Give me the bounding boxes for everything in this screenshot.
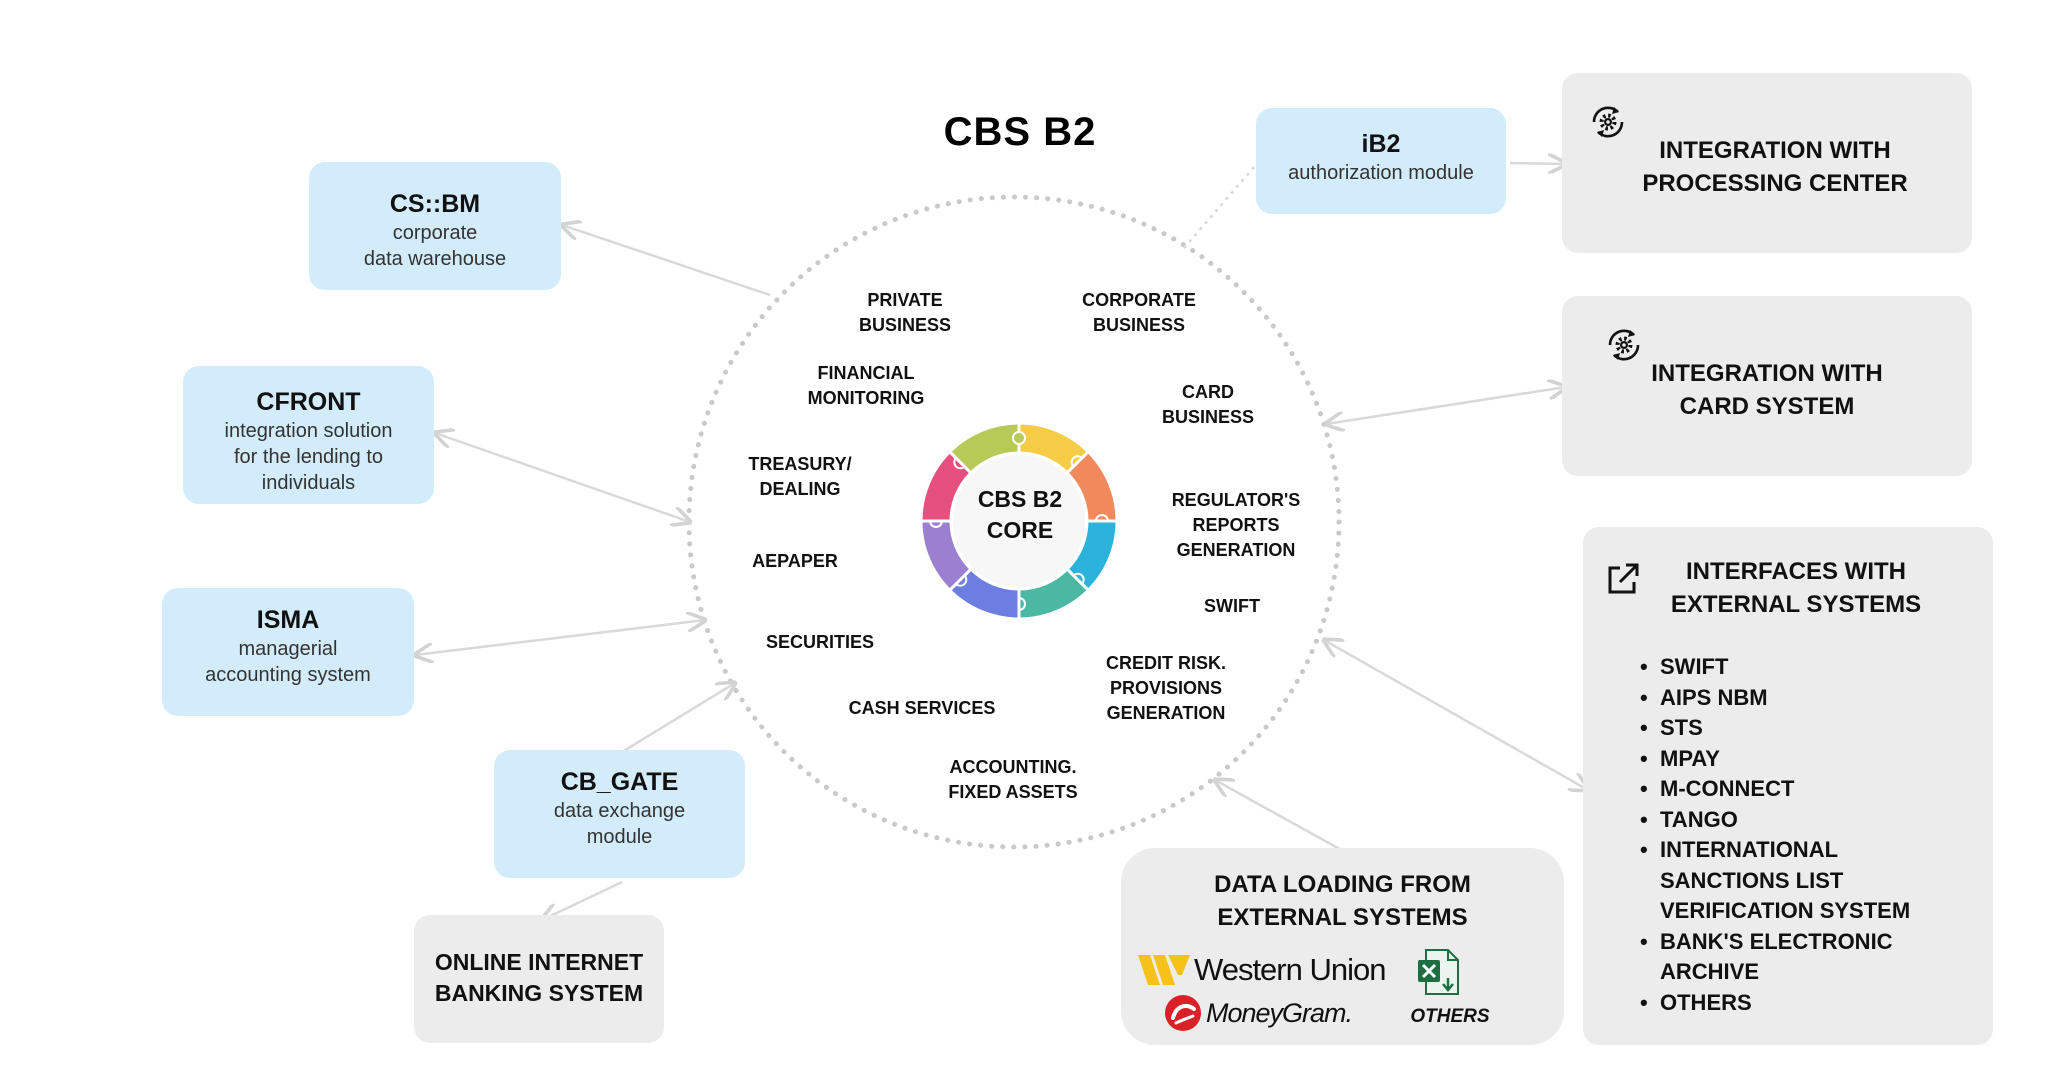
cbgate-subtitle: data exchange module xyxy=(553,800,686,848)
module-regulators-reports: REGULATOR'S REPORTS GENERATION xyxy=(1171,490,1301,560)
list-item: OTHERS xyxy=(1640,988,1910,1019)
cfront-box: CFRONT integration solution for the lend… xyxy=(183,366,434,504)
card-system-panel: INTEGRATION WITH CARD SYSTEM xyxy=(1562,296,1972,476)
link-processing xyxy=(1509,163,1566,164)
list-item: BANK'S ELECTRONIC ARCHIVE xyxy=(1640,927,1910,988)
gear-sync-icon xyxy=(1608,329,1640,361)
core-inner-disc xyxy=(953,455,1085,587)
module-cash-services: CASH SERVICES xyxy=(848,698,996,718)
cfront-subtitle: integration solution for the lending to … xyxy=(224,420,393,494)
link-cbgate xyxy=(621,683,735,754)
module-card-business: CARD BUSINESS xyxy=(1161,382,1255,427)
link-csbm xyxy=(562,225,771,297)
link-card-system xyxy=(1326,387,1566,424)
link-ib2 xyxy=(1183,157,1263,249)
csbm-box: CS::BM corporate data warehouse xyxy=(309,162,561,290)
online-banking-title: ONLINE INTERNET BANKING SYSTEM xyxy=(434,949,644,1006)
core-ring-puzzle-knob xyxy=(1012,431,1026,445)
data-loading-title: DATA LOADING FROM EXTERNAL SYSTEMS xyxy=(1214,871,1471,931)
module-swift: SWIFT xyxy=(1204,596,1260,616)
western-union-logo: Western Union xyxy=(1138,952,1386,988)
gear-sync-icon xyxy=(1592,106,1624,138)
list-item: SWIFT xyxy=(1640,652,1910,683)
isma-box: ISMA managerial accounting system xyxy=(162,588,414,716)
link-interfaces xyxy=(1324,640,1588,790)
module-aepaper: AEPAPER xyxy=(752,551,838,571)
module-securities: SECURITIES xyxy=(765,632,875,652)
moneygram-text: MoneyGram. xyxy=(1206,997,1353,1028)
isma-subtitle: managerial accounting system xyxy=(205,638,371,686)
link-isma xyxy=(415,620,705,655)
csbm-title: CS::BM xyxy=(389,190,481,218)
list-item: STS xyxy=(1640,713,1910,744)
csbm-subtitle: corporate data warehouse xyxy=(363,222,507,270)
module-corporate-business: CORPORATE BUSINESS xyxy=(1082,290,1196,335)
module-private-business: PRIVATE BUSINESS xyxy=(858,290,952,335)
external-systems-list: SWIFT AIPS NBM STS MPAY M-CONNECT TANGO … xyxy=(1640,652,1910,1018)
module-treasury-dealing: TREASURY/ DEALING xyxy=(748,454,852,499)
moneygram-mark-icon xyxy=(1165,995,1201,1031)
list-item: M-CONNECT xyxy=(1640,774,1910,805)
list-item: MPAY xyxy=(1640,744,1910,775)
western-union-mark-icon xyxy=(1138,955,1190,985)
diagram-title: CBS B2 xyxy=(943,110,1097,154)
external-interfaces-title: INTERFACES WITH EXTERNAL SYSTEMS xyxy=(1670,558,1922,618)
link-data-loading xyxy=(1215,780,1346,854)
processing-center-panel: INTEGRATION WITH PROCESSING CENTER xyxy=(1562,73,1972,253)
excel-file-icon xyxy=(1418,949,1459,995)
list-item: INTERNATIONAL SANCTIONS LIST VERIFICATIO… xyxy=(1640,835,1910,927)
ib2-box: iB2 authorization module xyxy=(1256,108,1506,214)
ib2-title: iB2 xyxy=(1361,130,1401,158)
list-item: TANGO xyxy=(1640,805,1910,836)
moneygram-logo: MoneyGram. xyxy=(1164,994,1353,1032)
module-financial-monitoring: FINANCIAL MONITORING xyxy=(807,363,925,408)
cbgate-title: CB_GATE xyxy=(560,768,679,796)
western-union-text: Western Union xyxy=(1194,952,1386,987)
list-item: AIPS NBM xyxy=(1640,683,1910,714)
online-banking-box: ONLINE INTERNET BANKING SYSTEM xyxy=(414,915,664,1043)
core-ring-segment xyxy=(947,421,1021,476)
link-cfront xyxy=(435,433,690,522)
core-puzzle-ring xyxy=(919,421,1119,621)
module-accounting-fixed-assets: ACCOUNTING. FIXED ASSETS xyxy=(948,757,1078,802)
link-online-banking xyxy=(542,880,623,920)
ib2-subtitle: authorization module xyxy=(1288,162,1474,184)
external-link-icon xyxy=(1608,563,1639,594)
cfront-title: CFRONT xyxy=(256,388,361,416)
card-system-title: INTEGRATION WITH CARD SYSTEM xyxy=(1651,360,1883,420)
isma-title: ISMA xyxy=(256,606,320,634)
cbgate-box: CB_GATE data exchange module xyxy=(494,750,745,878)
core-label: CBS B2 CORE xyxy=(977,486,1063,543)
module-credit-risk: CREDIT RISK. PROVISIONS GENERATION xyxy=(1105,653,1227,723)
processing-center-title: INTEGRATION WITH PROCESSING CENTER xyxy=(1642,137,1908,197)
others-logo-label: OTHERS xyxy=(1410,1006,1490,1027)
